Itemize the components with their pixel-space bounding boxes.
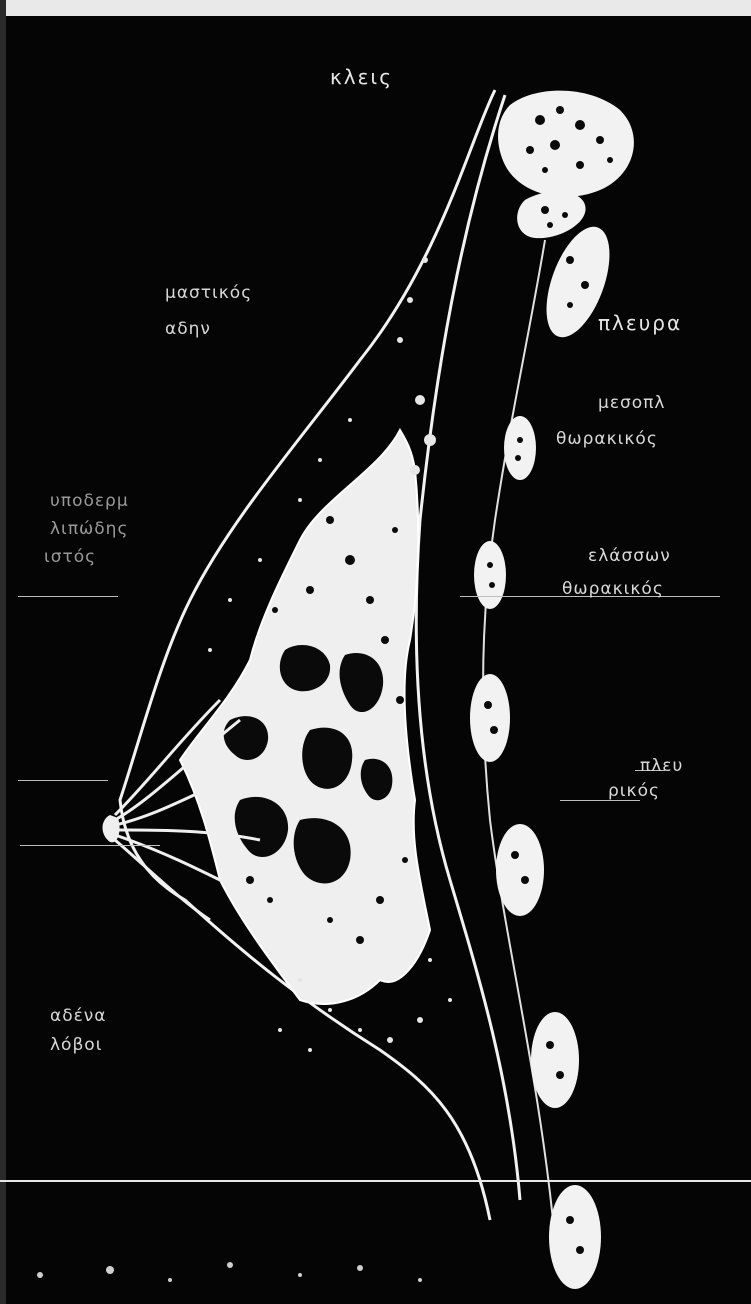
label-pleura: πλευρα	[598, 312, 682, 334]
left-edge-noise	[0, 0, 6, 1304]
guide-line-3	[20, 845, 160, 846]
rib-5	[496, 824, 544, 916]
label-gland-line1: μαστικός	[165, 282, 252, 304]
rib-6	[531, 1012, 579, 1108]
rib-4	[470, 674, 510, 762]
rib-2	[504, 416, 536, 480]
top-margin	[0, 0, 751, 16]
label-muscle-line2: θωρακικός	[556, 428, 658, 450]
rib-3	[474, 541, 506, 609]
label-fat-line1: υποδερμ	[50, 490, 129, 512]
label-gland-line2: αδην	[165, 318, 211, 340]
label-lower-line2: λόβοι	[50, 1034, 102, 1056]
guide-line-7	[0, 1180, 751, 1182]
label-fat-line3: ιστός	[44, 546, 96, 568]
label-rib-line1: πλευ	[640, 755, 683, 777]
guide-line-1	[18, 596, 118, 597]
label-muscle-line1: μεσοπλ	[598, 392, 665, 414]
label-pect-line1: ελάσσων	[588, 545, 671, 567]
label-pect-line2: θωρακικός	[562, 578, 664, 600]
label-lower-line1: αδένα	[50, 1005, 107, 1027]
guide-line-5	[18, 780, 108, 781]
label-rib-line2: ρικός	[608, 780, 660, 802]
label-clavicle: κλεις	[330, 66, 393, 88]
rib-7	[549, 1185, 601, 1289]
label-fat-line2: λιπώδης	[50, 518, 128, 540]
